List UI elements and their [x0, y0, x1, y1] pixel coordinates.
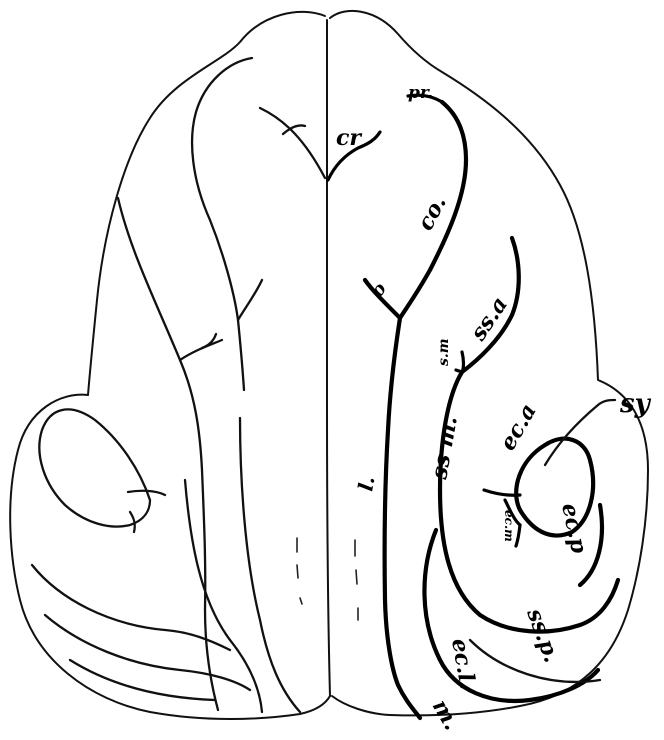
label-ssp: ss.p.: [521, 604, 565, 666]
label-m: m.: [427, 695, 465, 735]
label-co: co.: [412, 191, 452, 234]
label-sy: sy: [619, 389, 652, 419]
labels: pr. cr co. o ss.a s.m ss m. l. sy ec.a e…: [336, 83, 652, 735]
label-ssm: ss m.: [426, 414, 463, 482]
label-pr: pr.: [408, 83, 433, 103]
label-o: o: [367, 279, 391, 301]
label-ssm-small: s.m: [436, 338, 452, 366]
left-ectosylvian-loop: [39, 409, 150, 526]
label-l: l.: [353, 474, 379, 493]
left-suprasylvian: [118, 198, 218, 710]
right-hemisphere-sulci: [328, 95, 618, 718]
brain-outline: [10, 11, 648, 719]
longitudinal-fissure: [327, 20, 330, 696]
left-hemisphere-sulci: [32, 58, 325, 712]
label-ssa: ss.a: [465, 292, 513, 346]
label-cr: cr: [336, 125, 362, 151]
sylvian-fissure: [545, 400, 615, 465]
left-hemisphere-outline: [10, 12, 330, 719]
ectolateral-sulcus: [424, 530, 598, 701]
label-eca: ec.a: [495, 399, 542, 455]
lateral-sulcus: [385, 318, 420, 718]
label-ecm: ec.m: [502, 510, 516, 542]
